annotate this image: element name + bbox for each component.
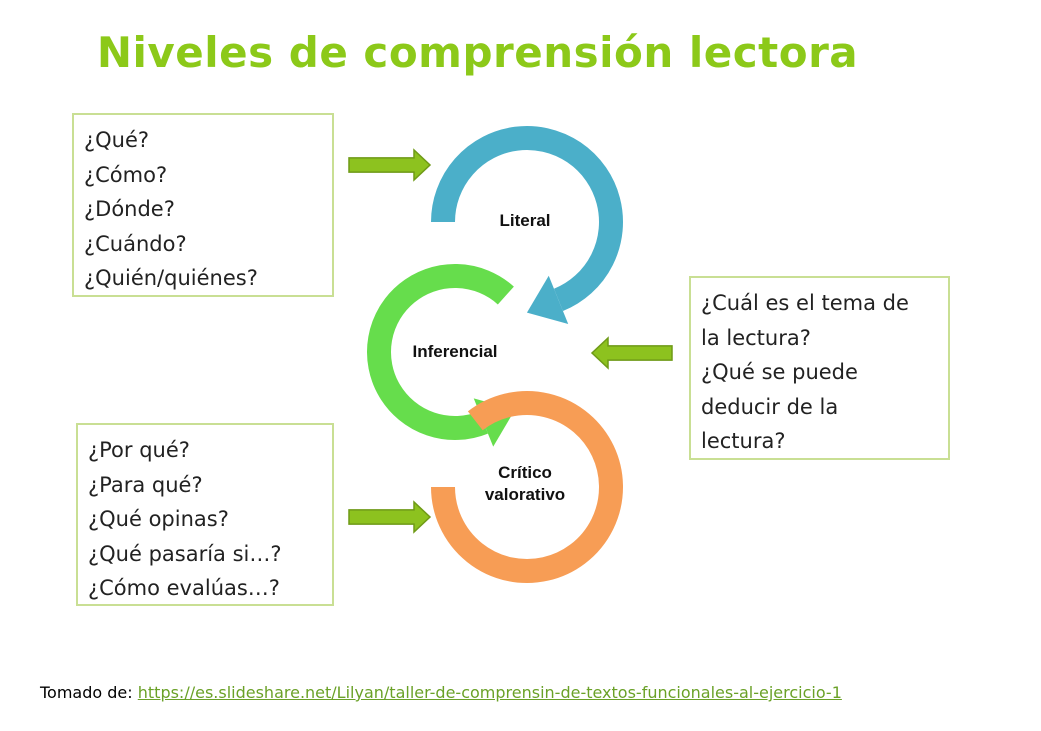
label-line: valorativo [484,485,566,504]
question: ¿Para qué? [88,472,203,497]
level-inferential-label: Inferencial [412,342,498,361]
critical-cycle-ring [431,391,623,583]
source-prefix: Tomado de: [40,683,138,702]
question: ¿Qué se puede [701,360,858,384]
question: ¿Qué opinas? [88,507,229,531]
literal-cycle-arrow [431,126,623,311]
inferential-cycle-arrow [367,264,514,440]
level-critical-label: Crítico valorativo [470,462,580,506]
question: lectura? [701,429,786,453]
literal-questions-box: ¿Qué? ¿Cómo? ¿Dónde? ¿Cuándo? ¿Quién/qui… [72,113,334,297]
question: ¿Dónde? [84,197,175,221]
source-link[interactable]: https://es.slideshare.net/Lilyan/taller-… [137,683,842,702]
question: ¿Cómo evalúas…? [88,576,280,600]
question: ¿Por qué? [88,438,190,462]
literal-arrowhead [526,275,569,324]
source-footer: Tomado de: https://es.slideshare.net/Lil… [40,683,842,702]
question: ¿Qué? [84,128,150,152]
question: la lectura? [701,325,811,350]
label-line: Crítico [498,463,552,482]
right-arrow-icon [348,148,432,182]
question: deducir de la [701,394,839,419]
question: ¿Qué pasaría si…? [88,541,282,566]
question: ¿Cómo? [84,162,168,187]
right-arrow-icon [348,500,432,534]
question: ¿Quién/quiénes? [84,266,258,290]
question: ¿Cuál es el tema de [701,291,909,315]
left-arrow-icon [590,336,673,370]
level-literal-label: Literal [499,211,551,230]
critical-questions-box: ¿Por qué? ¿Para qué? ¿Qué opinas? ¿Qué p… [76,423,334,606]
page-title: Niveles de comprensión lectora [96,28,859,77]
question: ¿Cuándo? [84,231,187,256]
inferential-questions-box: ¿Cuál es el tema de la lectura? ¿Qué se … [689,276,950,460]
